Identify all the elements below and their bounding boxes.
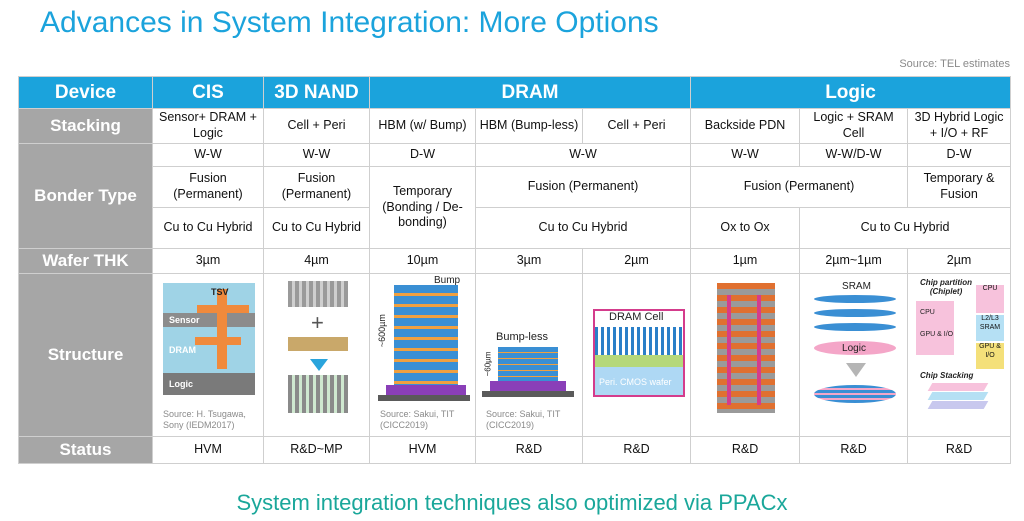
bonder-fusion-nand: Fusion (Permanent) [263, 166, 370, 208]
cis-tsv-label: TSV [211, 287, 229, 297]
structure-3d-hybrid: Chip partition (Chiplet) CPU GPU & I/O C… [907, 273, 1012, 437]
cis-sensor-label: Sensor [169, 315, 200, 325]
logic-wafer-image [814, 341, 897, 355]
cpu-chiplet: CPU [976, 285, 1005, 313]
bonder-ox-backside: Ox to Ox [690, 207, 801, 249]
logic-label: Logic [842, 343, 866, 354]
footer-subtitle: System integration techniques also optim… [236, 490, 788, 515]
header-device: Device [18, 76, 153, 109]
structure-nand: + [263, 273, 370, 437]
thk-hybrid: 2µm [907, 248, 1012, 274]
hbm-bumpless-source-note: Source: Sakui, TIT (CICC2019) [486, 409, 561, 431]
status-logic-sram: R&D [799, 436, 909, 464]
status-nand: R&D~MP [263, 436, 370, 464]
row-label-bonder-type: Bonder Type [18, 143, 153, 249]
stacking-nand: Cell + Peri [263, 108, 370, 144]
row-label-wafer-thk: Wafer THK [18, 248, 153, 274]
backside-pdn-image [717, 283, 776, 413]
dram-cell-label: DRAM Cell [609, 311, 664, 323]
bonder-ww-nand: W-W [263, 143, 370, 167]
nand-plus-sign: + [311, 310, 324, 335]
cis-source-note: Source: H. Tsugawa, Sony (IEDM2017) [163, 409, 246, 431]
hbm-bumpless-stack-image [498, 347, 558, 381]
status-dram-cell-peri: R&D [581, 436, 692, 464]
thk-backside: 1µm [690, 248, 801, 274]
header-3d-nand: 3D NAND [263, 76, 370, 109]
bonder-temporary-hbm: Temporary (Bonding / De-bonding) [369, 166, 476, 249]
stacking-3d-hybrid: 3D Hybrid Logic + I/O + RF [907, 108, 1012, 144]
thk-hbm-bump: 10µm [369, 248, 476, 274]
thk-logic-sram: 2µm~1µm [799, 248, 909, 274]
cpu-label: CPU [920, 309, 935, 316]
source-note: Source: TEL estimates [899, 58, 1010, 70]
status-cis: HVM [152, 436, 264, 464]
bonder-dw-hbm: D-W [369, 143, 476, 167]
structure-logic-sram: SRAM Logic [799, 273, 909, 437]
chip-stack-image [927, 383, 989, 391]
status-hbm-bump: HVM [369, 436, 476, 464]
stacking-logic-sram: Logic + SRAM Cell [799, 108, 909, 144]
thk-hbm-bumpless: 3µm [475, 248, 583, 274]
bonder-fusion-logic: Fusion (Permanent) [690, 166, 909, 208]
integration-table: Device CIS 3D NAND DRAM Logic Stacking S… [18, 76, 1012, 464]
cis-dram-label: DRAM [169, 345, 196, 355]
sram-label: SRAM [842, 281, 871, 292]
status-backside: R&D [690, 436, 801, 464]
header-dram: DRAM [368, 76, 692, 109]
bonder-ww-dram: W-W [474, 143, 692, 167]
cis-logic-label: Logic [169, 379, 193, 389]
sram-wafer-image [814, 295, 897, 303]
sram-chiplet: L2/L3 SRAM [976, 315, 1005, 341]
structure-hbm-bump: Bump ~600µm Source: Sakui, TIT (CICC2019… [369, 273, 476, 437]
thk-cis: 3µm [152, 248, 264, 274]
chip-partition-label: Chip partition (Chiplet) [920, 278, 973, 296]
status-hbm-bumpless: R&D [475, 436, 583, 464]
bonder-cu-logic: Cu to Cu Hybrid [799, 207, 1012, 249]
nand-bonded-image [288, 375, 348, 413]
hbm-bump-source-note: Source: Sakui, TIT (CICC2019) [380, 409, 455, 431]
stacking-hbm-bump: HBM (w/ Bump) [369, 108, 476, 144]
thk-dram-cell-peri: 2µm [581, 248, 692, 274]
bonder-cu-cis: Cu to Cu Hybrid [152, 207, 264, 249]
bonder-wwdw-logic-sram: W-W/D-W [799, 143, 909, 167]
chip-stacking-label: Chip Stacking [920, 371, 974, 380]
stacking-hbm-bumpless: HBM (Bump-less) [475, 108, 583, 144]
hbm-bumpless-dimension: ~60µm [483, 351, 493, 377]
arrow-down-icon [310, 359, 328, 371]
row-label-structure: Structure [18, 273, 153, 437]
structure-hbm-bumpless: Bump-less ~60µm Source: Sakui, TIT (CICC… [475, 273, 583, 437]
arrow-down-icon [846, 363, 867, 377]
bonded-wafer-image [814, 385, 897, 403]
bonder-fusion-dram: Fusion (Permanent) [474, 166, 692, 208]
bonder-fusion-cis: Fusion (Permanent) [152, 166, 264, 208]
row-label-status: Status [18, 436, 153, 464]
peri-cmos-label: Peri. CMOS wafer [599, 377, 672, 387]
header-logic: Logic [690, 76, 1012, 109]
bonder-temp-fusion-hybrid: Temporary & Fusion [907, 166, 1012, 208]
header-cis: CIS [152, 76, 264, 109]
stacking-dram-cell-peri: Cell + Peri [581, 108, 692, 144]
bonder-cu-nand: Cu to Cu Hybrid [263, 207, 370, 249]
stacking-backside-pdn: Backside PDN [690, 108, 801, 144]
structure-cis: TSV Sensor DRAM Logic Source: H. Tsugawa… [152, 273, 264, 437]
bonder-cu-dram: Cu to Cu Hybrid [474, 207, 692, 249]
bonder-ww-backside: W-W [690, 143, 801, 167]
hbm-bump-dimension: ~600µm [376, 314, 387, 348]
structure-backside-pdn [690, 273, 801, 437]
bonder-ww-cis: W-W [152, 143, 264, 167]
status-hybrid: R&D [907, 436, 1012, 464]
thk-nand: 4µm [263, 248, 370, 274]
gpu-chiplet: GPU & I/O [976, 343, 1005, 369]
hbm-bump-label: Bump [434, 275, 461, 286]
page-title: Advances in System Integration: More Opt… [40, 6, 659, 39]
nand-peri-image [288, 337, 348, 351]
gpu-label: GPU & I/O [920, 331, 954, 338]
bonder-dw-hybrid: D-W [907, 143, 1012, 167]
row-label-stacking: Stacking [18, 108, 153, 144]
nand-cell-image [288, 281, 348, 307]
structure-dram-cell-peri: DRAM Cell Peri. CMOS wafer [581, 273, 692, 437]
stacking-cis: Sensor+ DRAM + Logic [152, 108, 264, 144]
hbm-bumpless-label: Bump-less [496, 331, 548, 343]
hbm-bump-stack-image [394, 285, 458, 385]
